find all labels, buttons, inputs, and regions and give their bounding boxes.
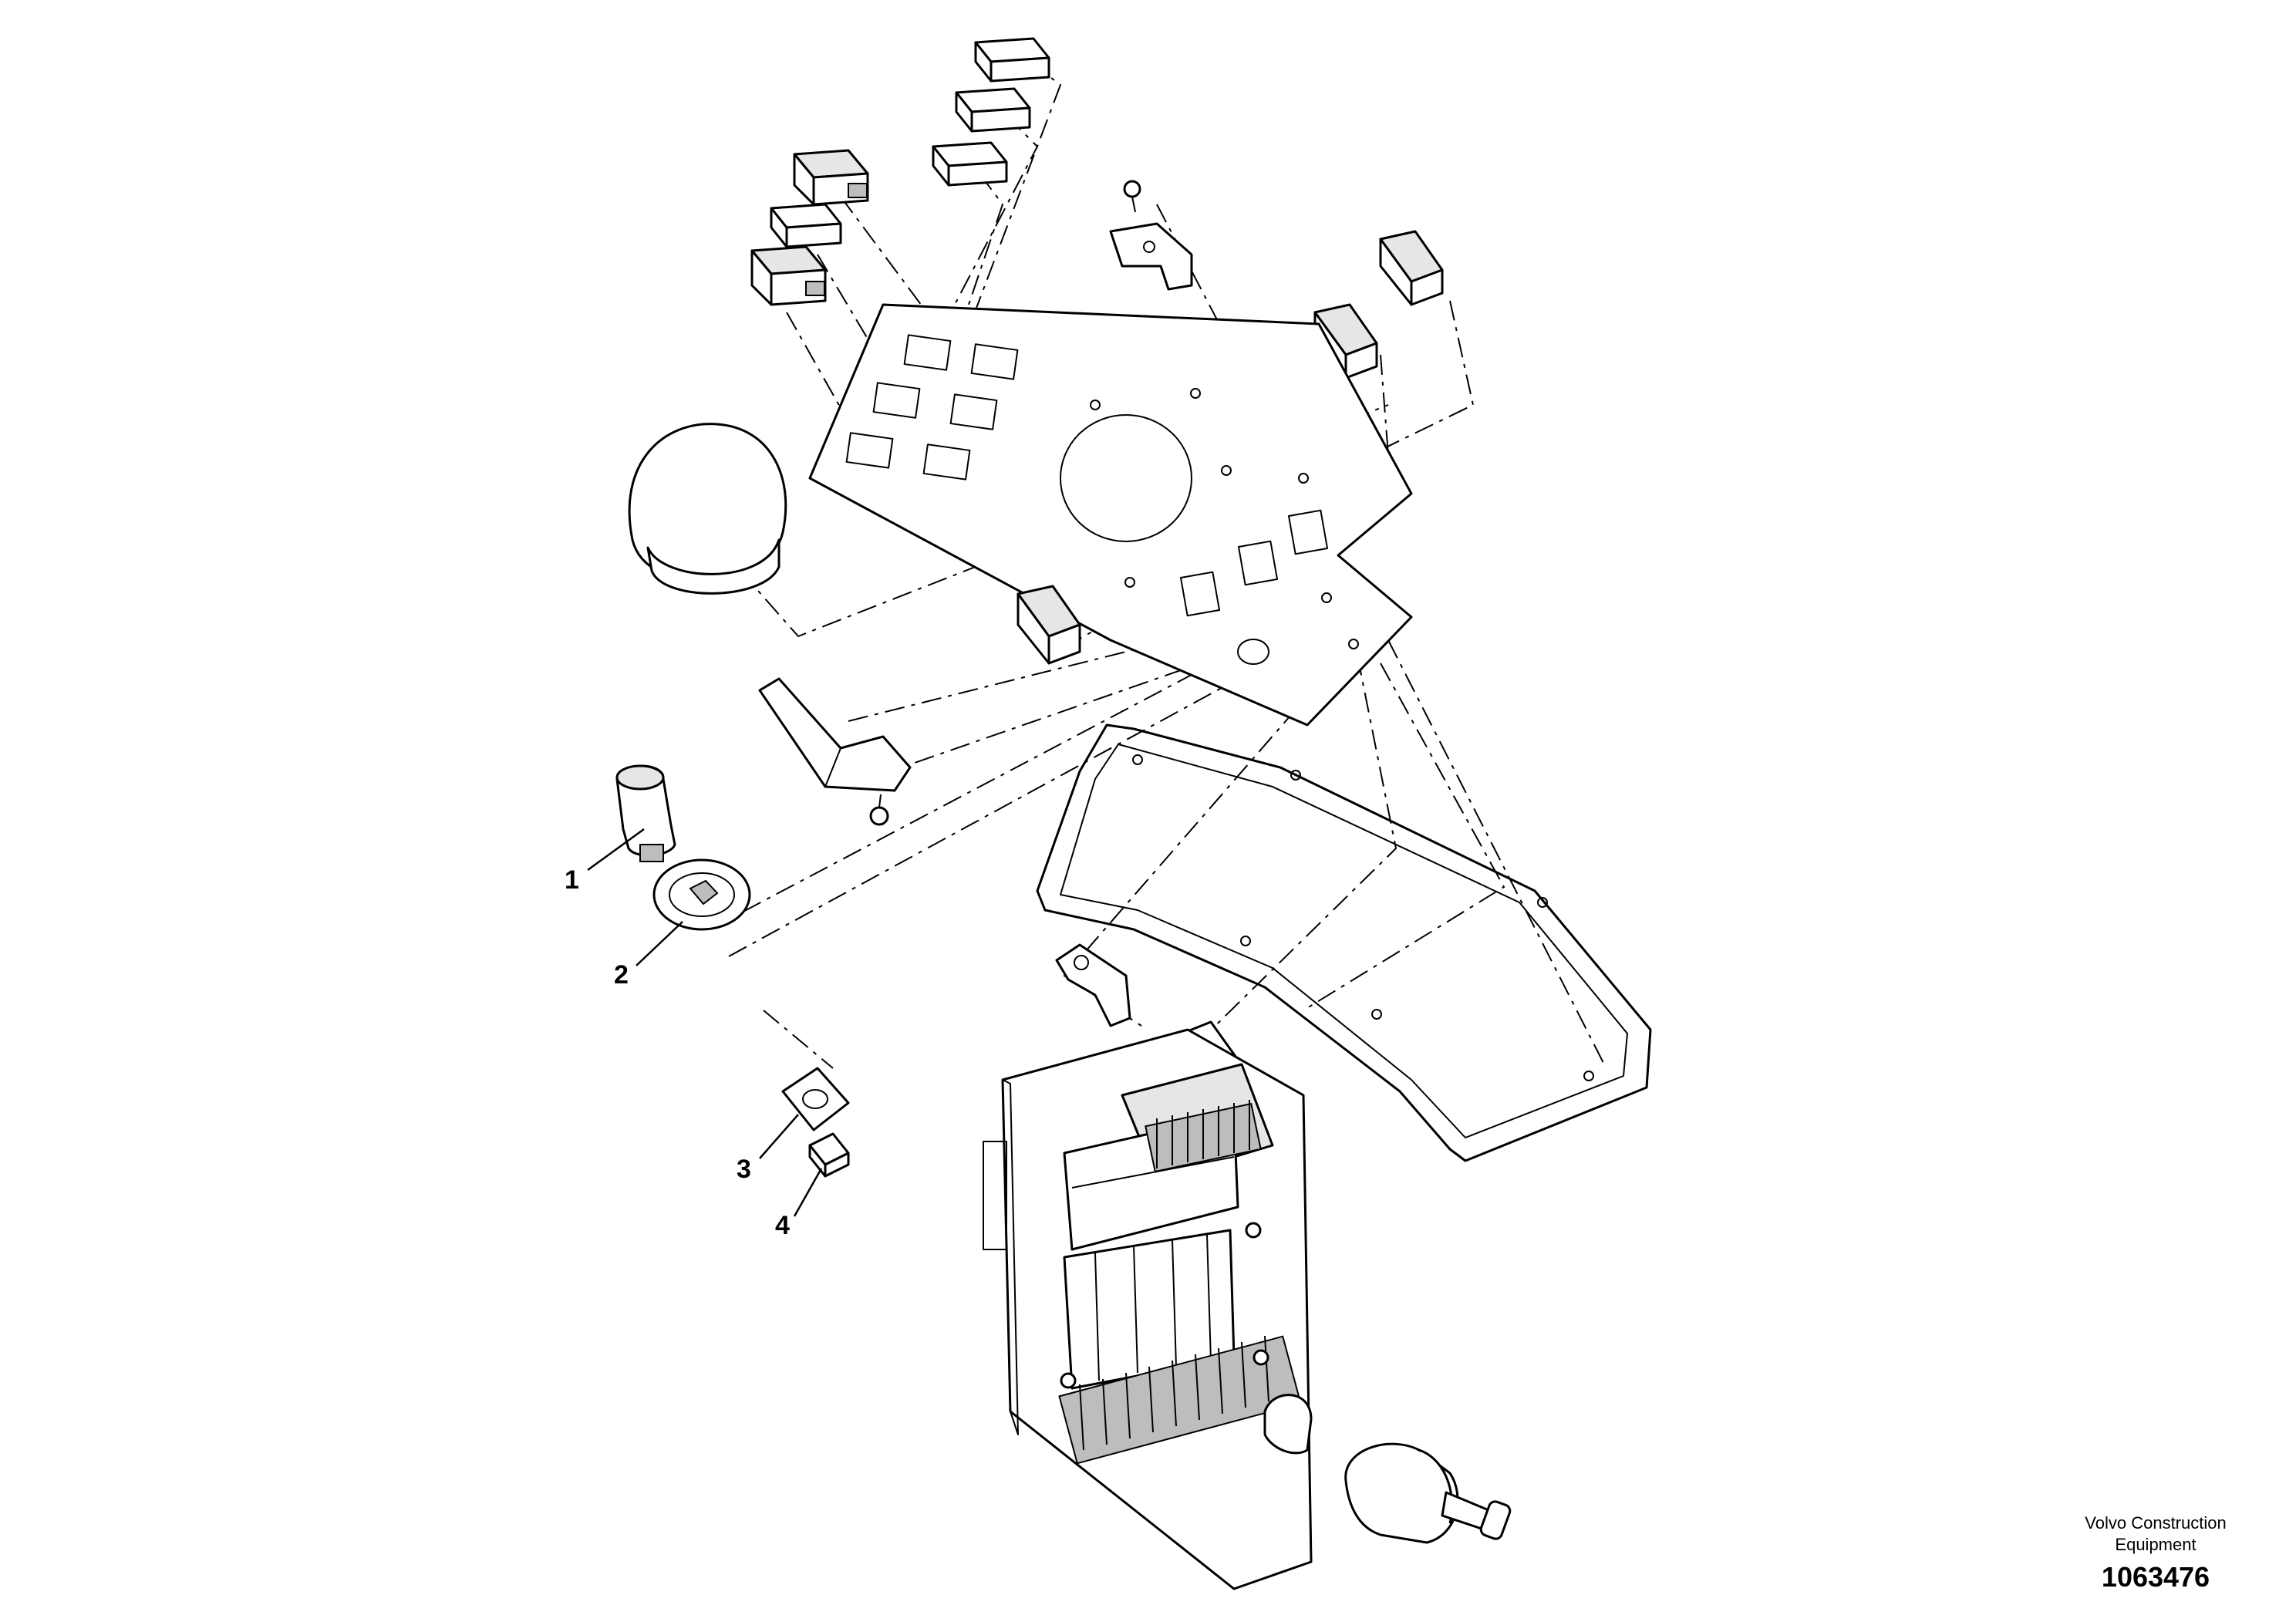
- clip-part-3: [781, 1067, 850, 1131]
- gasket-frame: [1036, 723, 1652, 1162]
- rocker-switch-right-1: [1379, 230, 1444, 306]
- switch-cover-top-2: [955, 87, 1031, 133]
- connector-part-4: [808, 1132, 850, 1178]
- terminal-ticks-upper: [1156, 1100, 1250, 1168]
- switch-cover-left-2: [770, 203, 842, 248]
- rocker-switch-left-3: [750, 245, 827, 306]
- callout-4: 4: [775, 1211, 790, 1240]
- callout-leaders: [587, 828, 823, 1217]
- round-cap: [628, 423, 787, 595]
- rocker-switch-left-1: [793, 149, 869, 206]
- switch-panel-plate: [808, 303, 1413, 727]
- brand-name-line2: Equipment: [2115, 1535, 2197, 1554]
- terminal-ticks-lower: [1079, 1335, 1269, 1451]
- key-switch: [1344, 1442, 1512, 1544]
- callout-3: 3: [737, 1155, 751, 1184]
- rocker-switch-lower: [1017, 585, 1081, 665]
- brand-name-line1: Volvo Construction: [2085, 1513, 2227, 1533]
- angle-bracket: [758, 677, 912, 826]
- switch-cover-top-1: [974, 37, 1050, 83]
- document-number: 1063476: [2101, 1561, 2210, 1593]
- label-disc-part-2: [652, 858, 751, 931]
- callout-1: 1: [565, 865, 579, 895]
- callout-2: 2: [614, 960, 629, 990]
- mounting-bracket-small: [1109, 180, 1193, 291]
- push-button-part-1: [615, 764, 676, 862]
- switch-cover-top-3: [932, 141, 1008, 187]
- electrical-box: [983, 943, 1313, 1590]
